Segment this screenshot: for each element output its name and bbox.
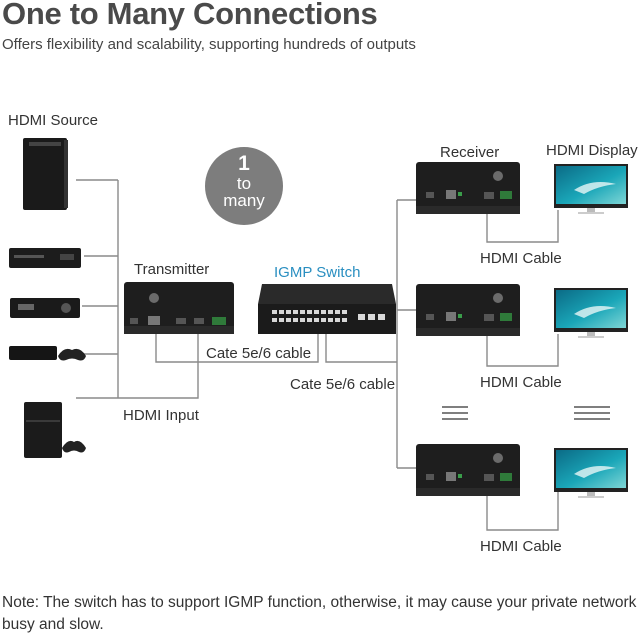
blu-ray-player-icon — [9, 248, 81, 268]
hdmi-display-label: HDMI Display — [546, 142, 638, 159]
receiver-device — [416, 284, 520, 336]
hdmi-cable-label: HDMI Cable — [480, 538, 562, 555]
one-to-many-badge: 1 to many — [205, 147, 283, 225]
cable-label-switch-rx: Cate 5e/6 cable — [290, 376, 396, 393]
hdmi-display-icon — [554, 288, 628, 338]
hdmi-source-label: HDMI Source — [8, 112, 99, 129]
page-subtitle: Offers flexibility and scalability, supp… — [2, 36, 416, 53]
receiver-label: Receiver — [440, 144, 500, 161]
hdmi-input-label: HDMI Input — [123, 407, 199, 424]
receiver-device — [416, 162, 520, 214]
transmitter-device — [124, 282, 234, 334]
igmp-switch-label: IGMP Switch — [274, 264, 361, 281]
hdmi-cable-label: HDMI Cable — [480, 250, 562, 267]
av-receiver-icon — [10, 298, 80, 318]
page-title: One to Many Connections — [2, 0, 378, 31]
badge-number: 1 — [238, 152, 250, 175]
footnote: Note: The switch has to support IGMP fun… — [2, 594, 637, 633]
hdmi-display-icon — [554, 164, 628, 214]
transmitter-label: Transmitter — [134, 261, 210, 278]
pc-tower-icon — [23, 138, 68, 210]
igmp-switch-device — [258, 284, 396, 334]
playstation-console-icon — [24, 402, 86, 458]
receiver-device — [416, 444, 520, 496]
badge-line2: to — [236, 174, 252, 193]
hdmi-cable-label: HDMI Cable — [480, 374, 562, 391]
cable-label-tx-switch: Cate 5e/6 cable — [206, 345, 312, 362]
xbox-console-icon — [9, 346, 86, 361]
continuation-marks — [442, 406, 610, 420]
hdmi-display-icon — [554, 448, 628, 498]
connection-lines — [76, 179, 559, 531]
badge-line3: many — [223, 191, 265, 210]
